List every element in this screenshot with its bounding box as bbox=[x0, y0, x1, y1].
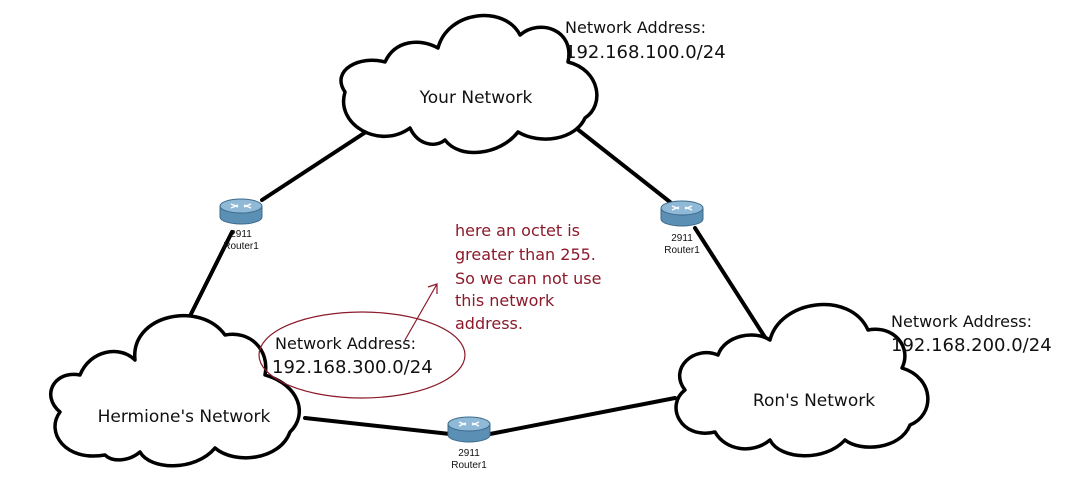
cloud-ron-network-shape bbox=[674, 302, 930, 458]
cloud-your-network-label: Your Network bbox=[419, 88, 533, 108]
callout-arrow bbox=[404, 283, 438, 341]
note-line-4: this network bbox=[455, 291, 555, 310]
router-bottom-model: 2911 bbox=[458, 448, 480, 459]
note-octet-warning: here an octet is greater than 255. So we… bbox=[455, 221, 601, 333]
router-icon bbox=[660, 200, 704, 227]
cloud-ron-network-label: Ron's Network bbox=[753, 391, 875, 411]
router-left-model: 2911 bbox=[230, 229, 252, 240]
link-left-router-to-hermione bbox=[186, 230, 234, 322]
network-links bbox=[186, 126, 770, 436]
note-line-2: greater than 255. bbox=[455, 245, 596, 264]
address-heading-hermione: Network Address: bbox=[275, 334, 416, 353]
link-your-to-left-router bbox=[260, 126, 374, 202]
address-label-ron: Network Address: 192.168.200.0/24 bbox=[891, 312, 1052, 356]
address-value-your: 192.168.100.0/24 bbox=[565, 42, 726, 63]
note-line-1: here an octet is bbox=[455, 221, 580, 240]
address-label-your: Network Address: 192.168.100.0/24 bbox=[565, 18, 726, 63]
cloud-hermione-network: Hermione's Network bbox=[49, 313, 301, 468]
note-line-5: address. bbox=[455, 314, 523, 333]
address-heading-ron: Network Address: bbox=[891, 312, 1032, 331]
note-line-3: So we can not use bbox=[455, 269, 601, 288]
address-value-hermione: 192.168.300.0/24 bbox=[272, 357, 433, 378]
cloud-ron-network: Ron's Network bbox=[674, 302, 930, 458]
cloud-hermione-network-label: Hermione's Network bbox=[98, 407, 271, 427]
invalid-address-callout: Network Address: 192.168.300.0/24 bbox=[258, 283, 466, 399]
router-right[interactable]: 2911 Router1 bbox=[660, 200, 704, 256]
cloud-your-network-shape bbox=[339, 13, 599, 155]
router-icon bbox=[447, 416, 491, 443]
router-right-model: 2911 bbox=[671, 233, 693, 244]
address-heading-your: Network Address: bbox=[565, 18, 706, 37]
link-bottom-router-to-ron bbox=[488, 396, 677, 436]
callout-ellipse bbox=[258, 311, 466, 399]
address-value-ron: 192.168.200.0/24 bbox=[891, 335, 1052, 356]
cloud-your-network: Your Network bbox=[339, 13, 599, 155]
router-left-name: Router1 bbox=[223, 241, 259, 252]
router-icon bbox=[219, 198, 263, 225]
router-bottom[interactable]: 2911 Router1 bbox=[447, 416, 491, 471]
link-right-router-to-ron bbox=[693, 226, 770, 344]
router-bottom-name: Router1 bbox=[451, 460, 487, 471]
link-hermione-to-bottom-router bbox=[303, 416, 452, 436]
link-your-to-right-router bbox=[574, 126, 672, 204]
router-right-name: Router1 bbox=[664, 245, 700, 256]
cloud-hermione-network-shape bbox=[49, 313, 301, 468]
router-left[interactable]: 2911 Router1 bbox=[219, 198, 263, 252]
